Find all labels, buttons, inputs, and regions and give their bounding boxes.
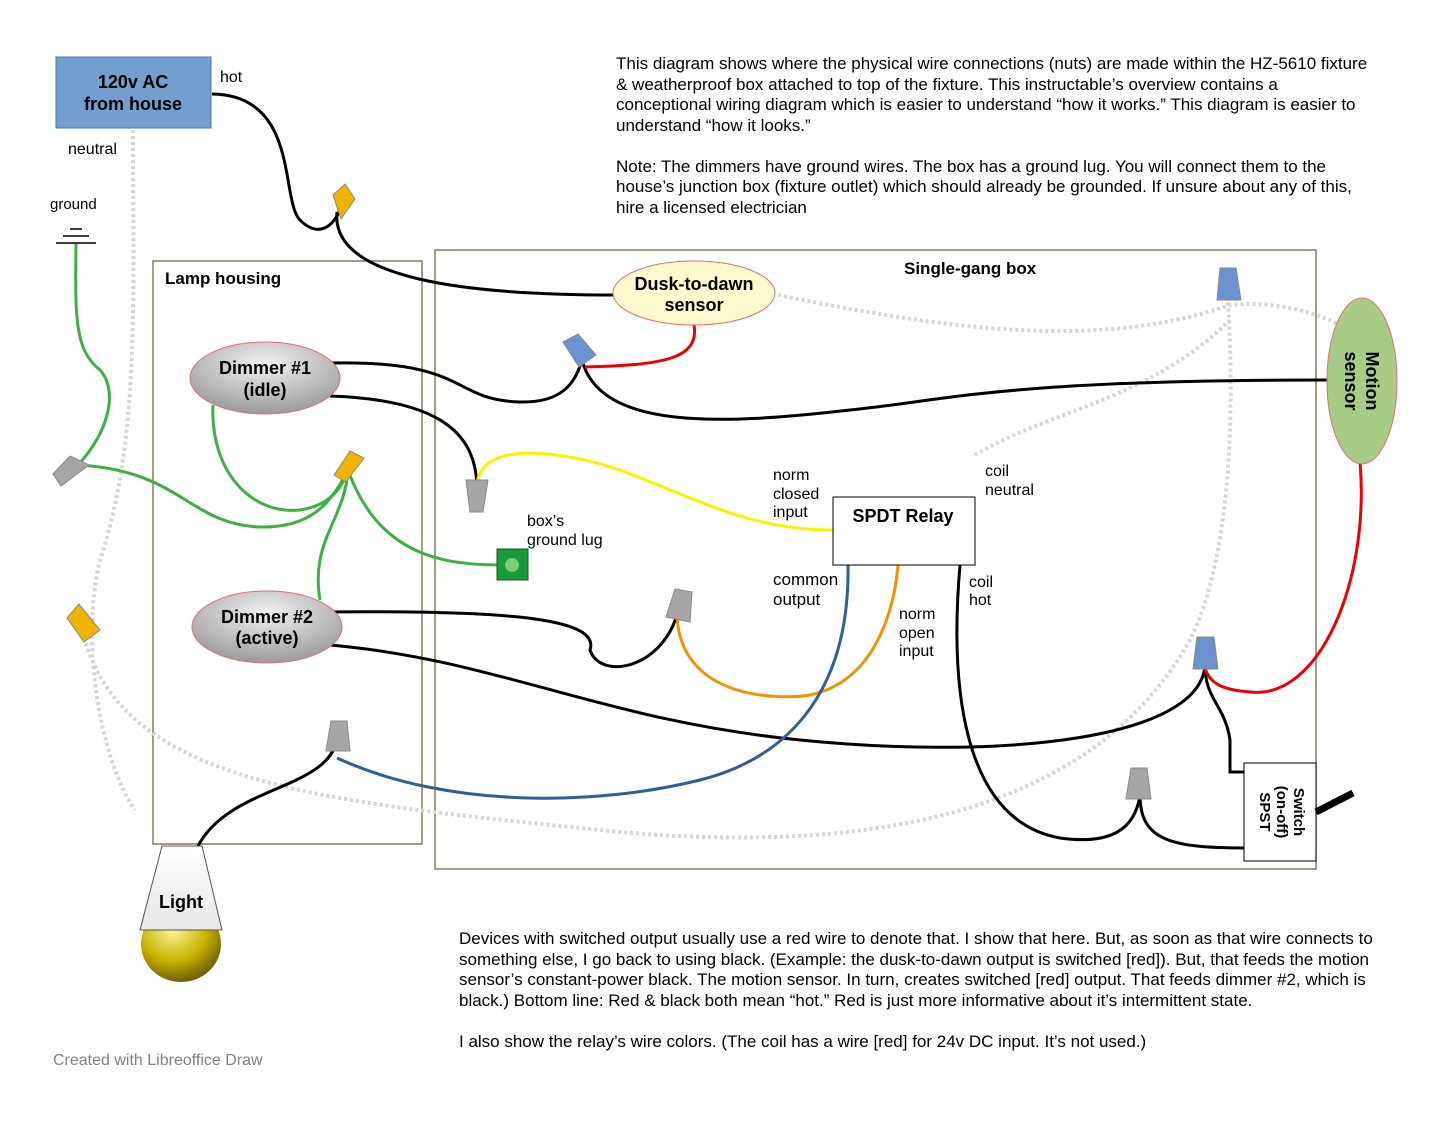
footer-paragraph-1: Devices with switched output usually use…	[459, 929, 1373, 1010]
norm-closed-label-1: norm	[773, 467, 809, 484]
wire-nut-neutral-yellow	[66, 603, 101, 643]
motion-sensor-label-1: Motion	[1362, 352, 1382, 411]
norm-closed-wire	[475, 451, 834, 532]
neutral-wires	[78, 129, 1341, 840]
ground-lug-label-2: ground lug	[527, 532, 603, 549]
switch-label-1: Switch	[1290, 788, 1307, 836]
intro-text: This diagram shows where the physical wi…	[616, 54, 1376, 239]
dimmer-1-label-1: Dimmer #1	[219, 358, 311, 378]
ground-lug-screw-icon	[505, 558, 519, 572]
neutral-label: neutral	[68, 141, 117, 158]
intro-paragraph-2: Note: The dimmers have ground wires. The…	[616, 156, 1352, 217]
wire-labels: hot neutral ground Lamp housing Single-g…	[50, 69, 1037, 660]
dimmer-2	[191, 590, 343, 664]
switch-label-2: (on-off)	[1273, 786, 1290, 838]
hot-wires	[196, 92, 1331, 850]
hot-label: hot	[220, 69, 243, 86]
dusk-to-dawn-sensor	[612, 260, 776, 326]
dimmer-1-label-2: (idle)	[244, 380, 287, 400]
wire-nut-switch-gray	[1125, 767, 1152, 800]
norm-open-label-3: input	[899, 643, 934, 660]
dimmer-2-label-2: (active)	[235, 628, 298, 648]
ground-symbol-icon	[56, 228, 96, 244]
switch-label-3: SPST	[1256, 792, 1273, 831]
ac-source-label-1: 120v AC	[98, 72, 168, 92]
dusk-sensor-label-2: sensor	[664, 295, 723, 315]
light-label: Light	[159, 892, 203, 912]
wire-nut-motion-blue	[1192, 636, 1219, 670]
wire-nut-dusk-blue	[562, 333, 597, 368]
relay-label: SPDT Relay	[852, 506, 953, 526]
coil-hot-label-1: coil	[969, 574, 993, 591]
norm-open-wire	[675, 564, 900, 699]
ac-source-label-2: from house	[84, 94, 182, 114]
norm-open-label-1: norm	[899, 606, 935, 623]
motion-sensor	[1326, 297, 1398, 465]
common-output-label-1: common	[773, 570, 838, 589]
wire-nut-yellow-gray	[465, 479, 489, 513]
wire-nut-dimmer2-gray	[665, 588, 693, 623]
norm-closed-label-2: closed	[773, 486, 819, 503]
spst-switch	[1243, 762, 1317, 862]
dimmer-2-label-1: Dimmer #2	[221, 607, 313, 627]
dusk-sensor-label-1: Dusk-to-dawn	[635, 274, 754, 294]
common-output-label-2: output	[773, 590, 821, 609]
wire-nuts	[52, 183, 1242, 800]
switched-red-wires	[584, 324, 1363, 694]
motion-sensor-label-2: sensor	[1341, 351, 1361, 410]
norm-closed-label-3: input	[773, 504, 808, 521]
ground-lug-label-1: box’s	[527, 513, 564, 530]
common-output-wire	[336, 564, 850, 800]
norm-open-label-2: open	[899, 625, 935, 642]
credit-text: Created with Libreoffice Draw	[53, 1052, 263, 1069]
lamp-housing-title: Lamp housing	[165, 269, 281, 288]
wire-nut-ground-gray	[52, 455, 90, 487]
wire-nut-hot-yellow	[332, 183, 356, 221]
coil-hot-label-2: hot	[969, 592, 992, 609]
coil-neutral-label-1: coil	[985, 463, 1009, 480]
coil-neutral-label-2: neutral	[985, 482, 1034, 499]
ground-wires	[74, 242, 506, 601]
single-gang-box	[434, 249, 1317, 870]
dimmer-1	[189, 341, 341, 415]
spdt-relay	[832, 496, 976, 566]
light-fixture	[139, 845, 223, 931]
intro-paragraph-1: This diagram shows where the physical wi…	[616, 54, 1368, 135]
wire-nut-neutral-blue	[1216, 267, 1242, 301]
footer-paragraph-2: I also show the relay’s wire colors. (Th…	[459, 1031, 1147, 1051]
wire-nut-ground-yellow	[333, 450, 365, 483]
wire-nut-light-gray	[325, 720, 351, 752]
ground-label: ground	[50, 196, 97, 213]
switch-toggle-icon	[1314, 789, 1355, 816]
ac-source-box	[55, 56, 212, 129]
single-gang-box-title: Single-gang box	[904, 259, 1037, 278]
footer-text: Devices with switched output usually use…	[459, 929, 1409, 1073]
